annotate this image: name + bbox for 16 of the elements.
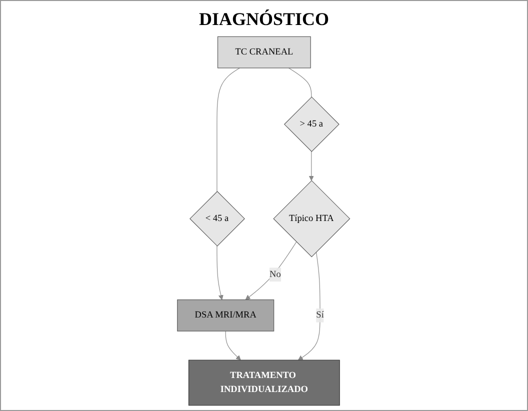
edge-label: No [270,269,282,280]
arrow [246,242,298,300]
node-diamond: Típico HTA [274,180,351,258]
connector [217,68,240,192]
node-box: DSA MRI/MRA [178,299,275,332]
connector [288,68,312,98]
node-box: TC CRANEAL [218,36,312,68]
node-diamond: > 45 a [284,96,340,152]
arrow [217,246,224,300]
arrow [226,330,242,360]
arrow [298,252,321,360]
edge-label: Sí [316,310,324,320]
node-box: TRATAMENTO INDIVIDUALIZADO [188,360,340,406]
node-diamond: < 45 a [190,191,246,246]
diagram-title: DIAGNÓSTICO [198,9,330,30]
arrow [309,151,314,181]
